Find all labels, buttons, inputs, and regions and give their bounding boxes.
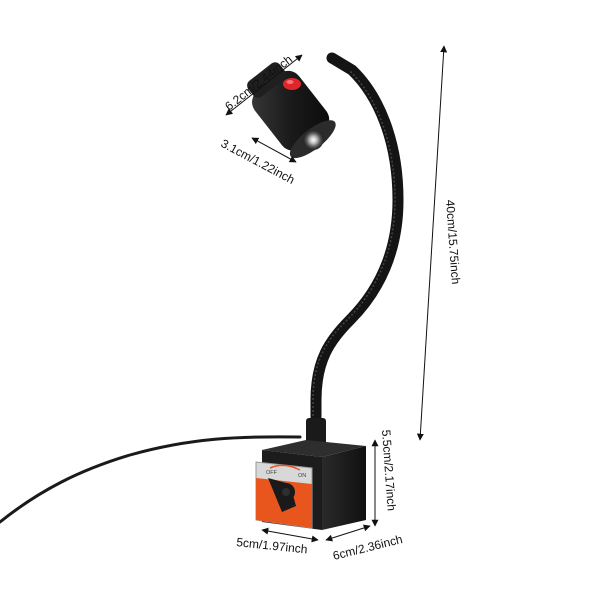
arm-collar <box>306 418 326 446</box>
lamp-head <box>247 62 336 159</box>
dim-line-head-diameter <box>251 137 297 163</box>
power-switch-button[interactable] <box>283 78 301 90</box>
dim-label-base-width: 5cm/1.97inch <box>236 535 308 556</box>
dim-label-arm-length: 40cm/15.75inch <box>443 199 463 285</box>
switch-arrow-icon <box>269 464 301 471</box>
dim-line-head-length <box>225 54 303 116</box>
dim-label-base-depth: 6cm/2.36inch <box>331 532 404 563</box>
dim-line-base-depth <box>325 524 371 542</box>
magnet-switch-knob[interactable] <box>268 478 296 512</box>
switch-label-on: ON <box>298 473 306 479</box>
dim-line-arm-length <box>416 45 448 441</box>
lens-icon <box>303 129 324 150</box>
power-cord <box>0 435 302 524</box>
dim-label-base-height: 5.5cm/2.17inch <box>379 429 399 511</box>
switch-label-off: OFF <box>266 470 278 476</box>
gooseneck-highlight <box>312 69 396 440</box>
dim-line-base-width <box>261 527 319 543</box>
gooseneck-arm <box>310 52 404 446</box>
